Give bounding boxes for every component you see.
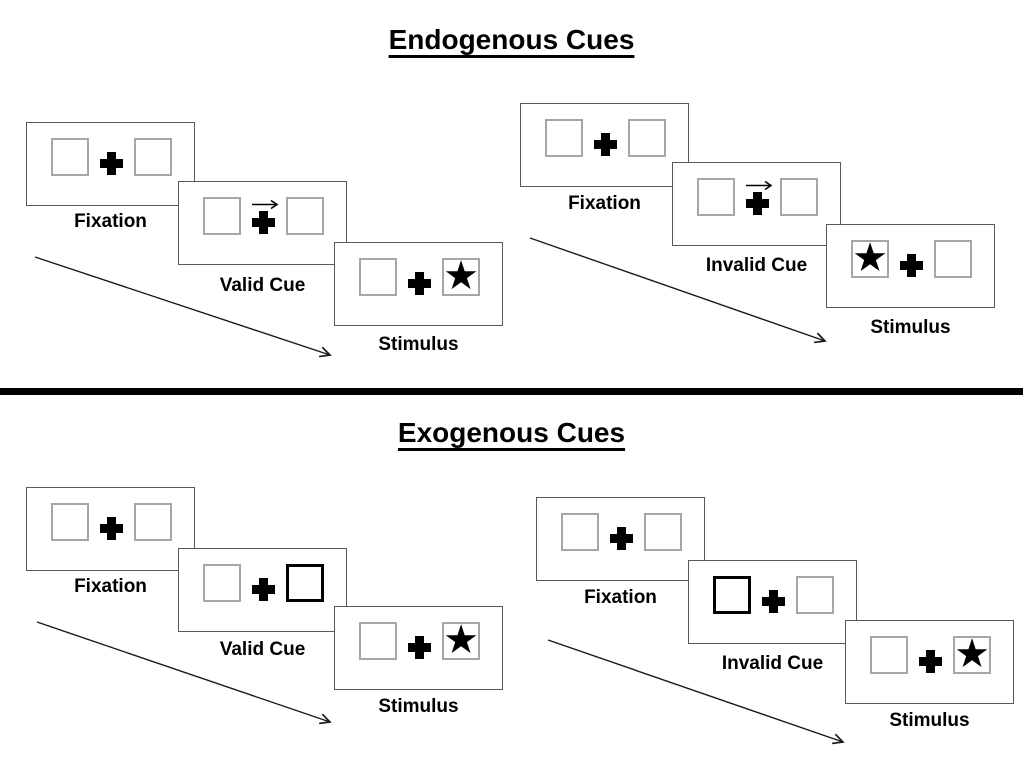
endo-invalid-cue-label: Invalid Cue xyxy=(705,255,808,276)
placeholder-box-left xyxy=(51,503,89,541)
fixation-cross-icon xyxy=(762,590,785,613)
placeholder-box-left xyxy=(870,636,908,674)
star-icon: ★ xyxy=(852,236,888,280)
endo-valid-cue-label: Valid Cue xyxy=(219,275,306,296)
placeholder-box-right xyxy=(286,197,324,235)
fixation-cross-icon xyxy=(900,254,923,277)
fixation-cross-icon xyxy=(408,272,431,295)
endo-valid-stimulus-panel: ★ xyxy=(334,242,503,326)
endo-valid-fixation-panel xyxy=(26,122,195,206)
exo-valid-fixation-panel xyxy=(26,487,195,571)
placeholder-box-right xyxy=(134,138,172,176)
endo-invalid-stimulus-label: Stimulus xyxy=(870,317,951,338)
exo-valid-stimulus-label: Stimulus xyxy=(378,696,459,717)
placeholder-box-right xyxy=(644,513,682,551)
fixation-cross-icon xyxy=(252,578,275,601)
exo-valid-cue-label: Valid Cue xyxy=(219,639,306,660)
exo-invalid-cue-panel xyxy=(688,560,857,644)
endo-invalid-stimulus-panel: ★ xyxy=(826,224,995,308)
endo-valid-fixation-label: Fixation xyxy=(74,211,147,232)
placeholder-box-left xyxy=(203,564,241,602)
placeholder-box-right xyxy=(934,240,972,278)
stimulus-target-box: ★ xyxy=(851,236,889,280)
cue-highlight-box xyxy=(713,576,751,614)
section-divider xyxy=(0,388,1023,395)
placeholder-box-left xyxy=(51,138,89,176)
exo-valid-fixation-label: Fixation xyxy=(74,576,147,597)
sequence-arrow-endogenous-invalid xyxy=(529,237,825,341)
placeholder-box-right xyxy=(628,119,666,157)
fixation-cross-icon xyxy=(252,211,275,234)
stimulus-target-box: ★ xyxy=(953,632,991,676)
endogenous-section-title: Endogenous Cues xyxy=(388,24,635,55)
exogenous-section-title: Exogenous Cues xyxy=(397,417,626,448)
endo-invalid-fixation-label: Fixation xyxy=(568,193,641,214)
star-icon: ★ xyxy=(443,618,479,662)
cue-arrow-right-icon xyxy=(746,180,773,191)
sequence-arrow-exogenous-invalid xyxy=(547,639,843,742)
exo-invalid-fixation-label: Fixation xyxy=(584,587,657,608)
exo-invalid-stimulus-label: Stimulus xyxy=(889,710,970,731)
sequence-arrow-endogenous-valid xyxy=(34,256,330,355)
fixation-cross-icon xyxy=(746,192,769,215)
exo-valid-stimulus-panel: ★ xyxy=(334,606,503,690)
fixation-cross-icon xyxy=(594,133,617,156)
exo-valid-cue-panel xyxy=(178,548,347,632)
fixation-cross-icon xyxy=(408,636,431,659)
exo-invalid-cue-label: Invalid Cue xyxy=(721,653,824,674)
placeholder-box-left xyxy=(697,178,735,216)
placeholder-box-left xyxy=(561,513,599,551)
cue-arrow-right-icon xyxy=(252,199,279,210)
placeholder-box-left xyxy=(359,622,397,660)
cue-highlight-box xyxy=(286,564,324,602)
fixation-cross-icon xyxy=(919,650,942,673)
endo-valid-stimulus-label: Stimulus xyxy=(378,334,459,355)
placeholder-box-right xyxy=(780,178,818,216)
star-icon: ★ xyxy=(443,254,479,298)
fixation-cross-icon xyxy=(100,517,123,540)
star-icon: ★ xyxy=(954,632,990,676)
placeholder-box-left xyxy=(203,197,241,235)
fixation-cross-icon xyxy=(610,527,633,550)
endo-invalid-fixation-panel xyxy=(520,103,689,187)
exo-invalid-stimulus-panel: ★ xyxy=(845,620,1014,704)
fixation-cross-icon xyxy=(100,152,123,175)
stimulus-target-box: ★ xyxy=(442,618,480,662)
placeholder-box-right xyxy=(134,503,172,541)
stimulus-target-box: ★ xyxy=(442,254,480,298)
placeholder-box-left xyxy=(545,119,583,157)
endo-invalid-cue-panel xyxy=(672,162,841,246)
sequence-arrow-exogenous-valid xyxy=(36,621,330,722)
placeholder-box-right xyxy=(796,576,834,614)
exo-invalid-fixation-panel xyxy=(536,497,705,581)
placeholder-box-left xyxy=(359,258,397,296)
endo-valid-cue-panel xyxy=(178,181,347,265)
